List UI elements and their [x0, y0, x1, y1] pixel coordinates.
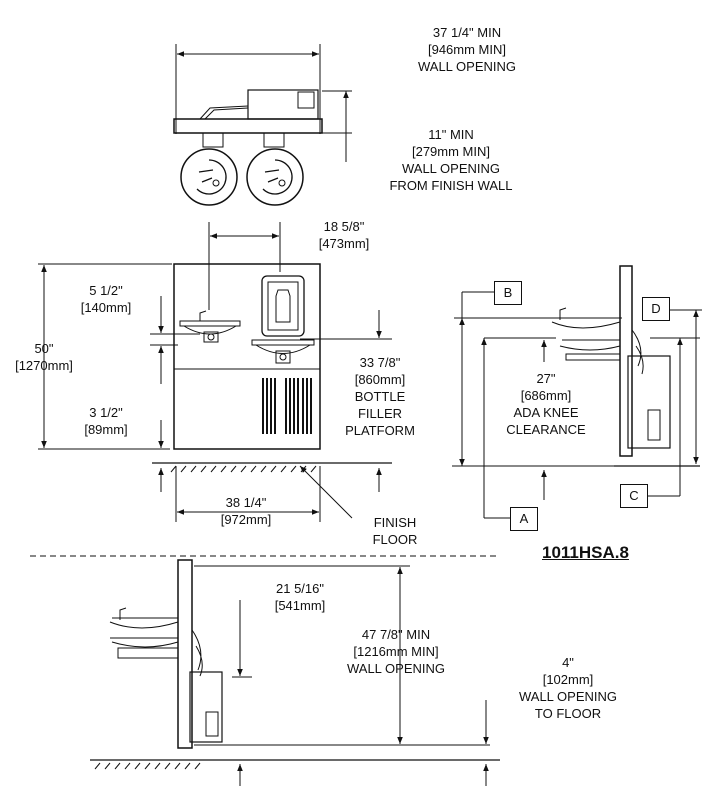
dim-line-1: 3 1/2"	[89, 405, 123, 420]
dim-line-4: CLEARANCE	[506, 422, 586, 437]
dim-line-2: [1216mm MIN]	[353, 644, 439, 659]
callout-b: B	[494, 281, 522, 305]
dim-line-2: [102mm]	[542, 672, 594, 687]
dim-line-3: WALL OPENING	[417, 59, 516, 74]
callout-a: A	[510, 507, 538, 531]
dim-top-depth: 11" MIN [279mm MIN] WALL OPENING FROM FI…	[366, 126, 536, 194]
plan-view	[173, 44, 352, 206]
dim-line-3: WALL OPENING	[346, 661, 445, 676]
dim-line-1: FINISH	[373, 515, 417, 530]
dim-line-1: 21 5/16"	[276, 581, 324, 596]
dim-line-5: PLATFORM	[345, 423, 415, 438]
dim-top-width: 37 1/4" MIN [946mm MIN] WALL OPENING	[392, 24, 542, 75]
dim-line-2: [140mm]	[80, 300, 132, 315]
dim-38-25: 38 1/4" [972mm]	[206, 494, 286, 528]
dim-line-2: [686mm]	[520, 388, 572, 403]
dim-line-1: 33 7/8"	[359, 355, 401, 370]
model-number: 1011HSA.8	[542, 543, 629, 562]
dim-line-1: 47 7/8" MIN	[361, 627, 431, 642]
dim-line-4: TO FLOOR	[534, 706, 602, 721]
dim-spout-span: 18 5/8" [473mm]	[304, 218, 384, 252]
dim-27: 27" [686mm] ADA KNEE CLEARANCE	[488, 370, 604, 438]
dim-47: 47 7/8" MIN [1216mm MIN] WALL OPENING	[326, 626, 466, 677]
dim-line-2: FLOOR	[372, 532, 418, 547]
dim-line-3: BOTTLE	[354, 389, 406, 404]
dim-line-1: 11" MIN	[428, 127, 474, 142]
dim-line-2: [89mm]	[84, 422, 128, 437]
callout-d: D	[642, 297, 670, 321]
dim-line-2: [972mm]	[220, 512, 272, 527]
dim-line-4: FILLER	[357, 406, 403, 421]
dim-line-4: FROM FINISH WALL	[389, 178, 513, 193]
dim-50: 50" [1270mm]	[4, 340, 84, 374]
dim-line-1: 38 1/4"	[225, 495, 267, 510]
dim-line-2: [473mm]	[318, 236, 370, 251]
dim-line-1: 5 1/2"	[89, 283, 123, 298]
side-view	[452, 265, 702, 519]
dim-line-2: [946mm MIN]	[427, 42, 506, 57]
dim-line-1: 4"	[562, 655, 574, 670]
dim-line-1: 18 5/8"	[323, 219, 365, 234]
front-view	[38, 222, 392, 522]
section-view	[90, 559, 500, 786]
callout-c: C	[620, 484, 648, 508]
dim-5-5: 5 1/2" [140mm]	[66, 282, 146, 316]
dim-line-2: [279mm MIN]	[411, 144, 490, 159]
dim-line-3: WALL OPENING	[401, 161, 500, 176]
dim-line-1: 37 1/4" MIN	[432, 25, 502, 40]
dim-line-2: [1270mm]	[15, 358, 73, 373]
dim-line-2: [541mm]	[274, 598, 326, 613]
dim-line-3: WALL OPENING	[518, 689, 617, 704]
dim-line-1: 27"	[536, 371, 556, 386]
dim-21: 21 5/16" [541mm]	[252, 580, 348, 614]
dim-line-2: [860mm]	[354, 372, 406, 387]
finish-floor-label: FINISH FLOOR	[350, 514, 440, 548]
dim-line-1: 50"	[34, 341, 54, 356]
dim-4: 4" [102mm] WALL OPENING TO FLOOR	[500, 654, 636, 722]
dim-line-3: ADA KNEE	[513, 405, 579, 420]
dim-33-875: 33 7/8" [860mm] BOTTLE FILLER PLATFORM	[335, 354, 425, 439]
dim-3-5: 3 1/2" [89mm]	[66, 404, 146, 438]
